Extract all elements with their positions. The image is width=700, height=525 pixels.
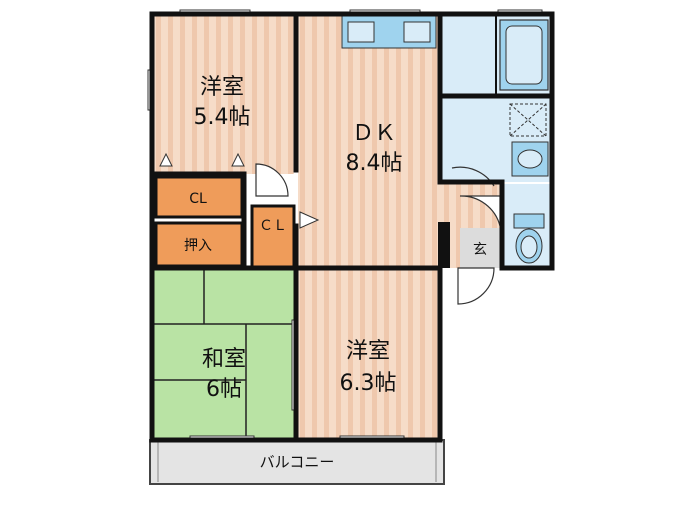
- dk-size: 8.4帖: [346, 151, 403, 176]
- closet-1-label: CL: [189, 191, 207, 207]
- wash-basin-icon: [511, 141, 549, 177]
- closet-2: [250, 204, 296, 269]
- toilet-icon: [513, 213, 545, 264]
- dk-floor: [298, 14, 440, 268]
- entrance-floor: [460, 228, 500, 268]
- kitchen-counter: [341, 15, 437, 49]
- western-room-1-name: 洋室: [200, 75, 244, 100]
- western-room-2-floor: [298, 270, 440, 438]
- bathtub-icon: [499, 19, 549, 91]
- closet-2-label: ＣＬ: [259, 218, 287, 234]
- western-room-2-size: 6.3帖: [340, 371, 397, 396]
- door-markers: [159, 152, 320, 229]
- oshiire-label: 押入: [184, 238, 212, 254]
- japanese-room-name: 和室: [202, 347, 246, 372]
- japanese-room-size: 6帖: [206, 377, 242, 402]
- balcony-label: バルコニー: [260, 453, 335, 471]
- japanese-room-floor: [152, 270, 294, 438]
- walls: [149, 11, 555, 443]
- entrance-label: 玄: [473, 241, 487, 258]
- closet-2-letters: ＣＬ: [259, 218, 287, 234]
- western-room-2-name: 洋室: [346, 339, 390, 364]
- pillar: [438, 222, 450, 268]
- western-room-1-size: 5.4帖: [194, 105, 251, 130]
- western-room-1-floor: [152, 14, 294, 174]
- balcony: [149, 439, 445, 485]
- washing-machine-space-icon: [509, 103, 547, 137]
- dk-name: ＤＫ: [352, 121, 396, 146]
- tatami-lines: [152, 270, 294, 438]
